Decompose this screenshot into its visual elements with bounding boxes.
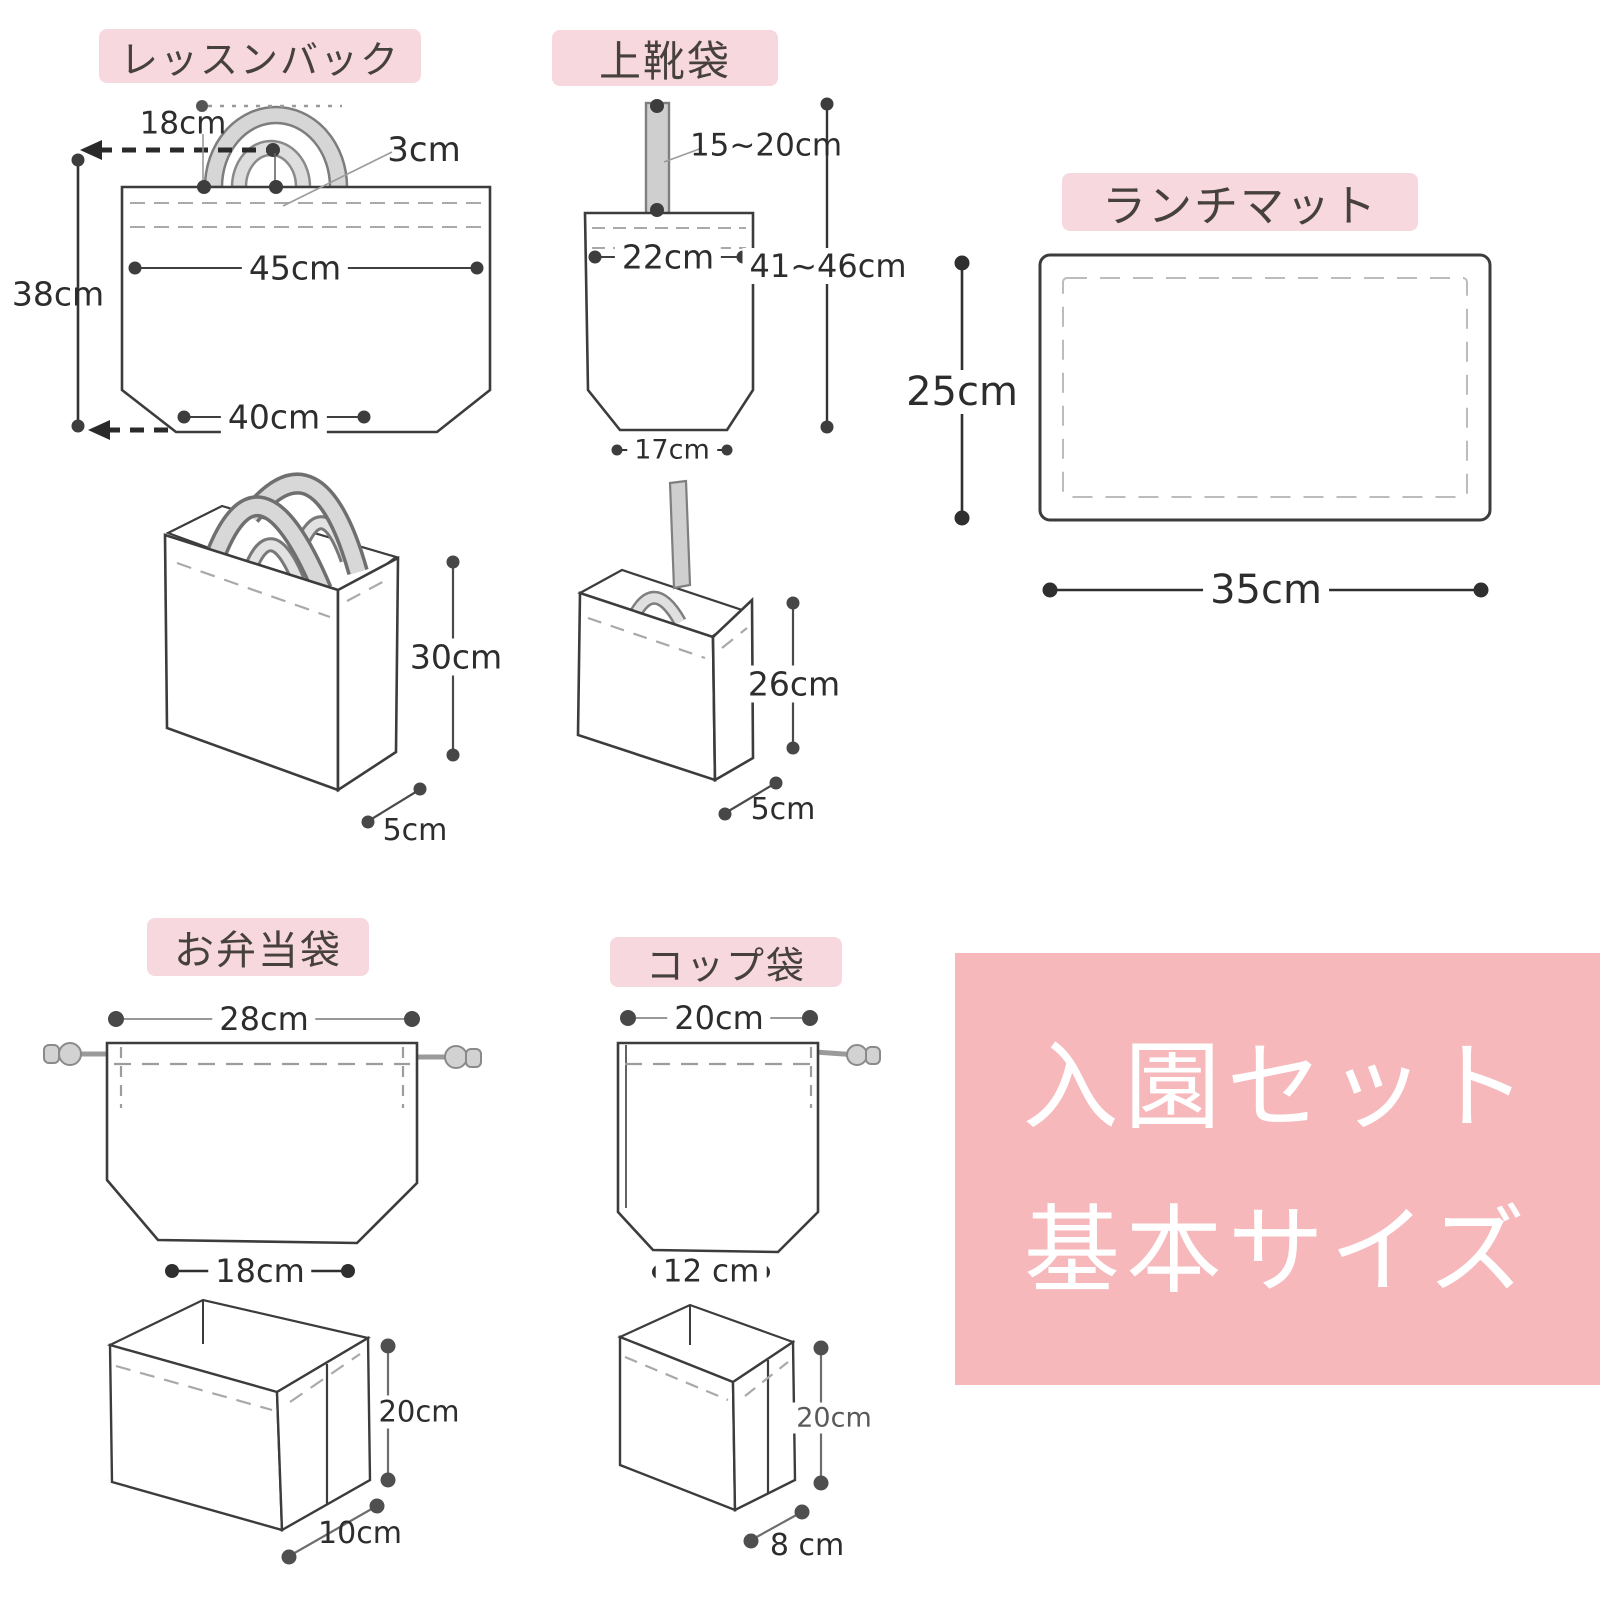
lesson-bag-outline: [120, 185, 492, 434]
lesson-height-label: 38cm: [11, 274, 105, 314]
shoe-depth-label: 5cm: [750, 792, 816, 827]
bento-box-depth-label: 10cm: [318, 1516, 402, 1551]
lesson-handle-width-label: 3cm: [387, 130, 461, 170]
lesson-depth-label: 5cm: [382, 813, 448, 848]
shoe-bag-3d-drawing: [576, 479, 800, 821]
shoe-bag-strap: [644, 101, 671, 217]
shoe-bag-title: 上靴袋: [552, 30, 778, 86]
bento-top-width-label: 28cm: [212, 1001, 316, 1037]
bento-bag-front-drawing: [43, 1011, 482, 1278]
badge-line-2: 基本サイズ: [1023, 1195, 1532, 1307]
drawstring-toggle: [58, 1042, 82, 1066]
cup-bag-outline: [616, 1041, 820, 1254]
drawstring-toggle: [846, 1044, 868, 1066]
bento-box-3d-drawing: [106, 1298, 396, 1565]
lesson-bottom-width-label: 40cm: [220, 398, 328, 436]
pointer-line: [282, 151, 393, 207]
lesson-top-width-label: 45cm: [241, 249, 349, 287]
cup-box-3d-drawing: [617, 1303, 829, 1549]
cup-bag-title: コップ袋: [610, 937, 842, 988]
shoe-strap-label: 15~20cm: [689, 127, 843, 164]
lesson-handle-gap-label: 18cm: [139, 105, 227, 142]
arrowhead-left-icon: [80, 140, 102, 160]
shoe-side-height-label: 26cm: [740, 665, 848, 703]
stitch-line: [1062, 277, 1468, 498]
badge-line-1: 入園セット: [1022, 1031, 1533, 1143]
cup-bottom-width-label: 12 cm: [655, 1254, 767, 1290]
cup-box-height-label: 20cm: [789, 1402, 879, 1434]
cup-box-depth-label: 8 cm: [769, 1528, 845, 1563]
bento-bag-outline: [105, 1041, 419, 1245]
mat-width-label: 35cm: [1203, 568, 1329, 612]
lesson-bag-title: レッスンバック: [99, 29, 421, 83]
lesson-side-height-label: 30cm: [402, 638, 510, 676]
shoe-top-width-label: 22cm: [614, 238, 722, 276]
shoe-height-label: 41~46cm: [742, 248, 914, 284]
lesson-bag-front-drawing: [71, 100, 492, 440]
lunch-mat-outline: [1038, 253, 1492, 522]
lunch-mat-drawing: [954, 253, 1492, 598]
cup-top-width-label: 20cm: [667, 1000, 771, 1036]
bento-bottom-width-label: 18cm: [208, 1253, 312, 1289]
lunch-mat-title: ランチマット: [1062, 173, 1418, 232]
drawstring-toggle: [444, 1045, 468, 1069]
badge-panel: 入園セット 基本サイズ: [955, 953, 1600, 1385]
pointer-line: [663, 147, 703, 163]
shoe-bottom-width-label: 17cm: [627, 434, 717, 466]
bento-box-height-label: 20cm: [371, 1395, 467, 1429]
arrowhead-left-icon: [88, 420, 110, 440]
mat-height-label: 25cm: [899, 370, 1025, 414]
lesson-bag-3d-drawing: [163, 472, 460, 829]
bento-bag-title: お弁当袋: [147, 918, 369, 976]
shoe-bag-3d-strap: [668, 479, 692, 590]
cup-bag-front-drawing: [616, 1010, 881, 1279]
